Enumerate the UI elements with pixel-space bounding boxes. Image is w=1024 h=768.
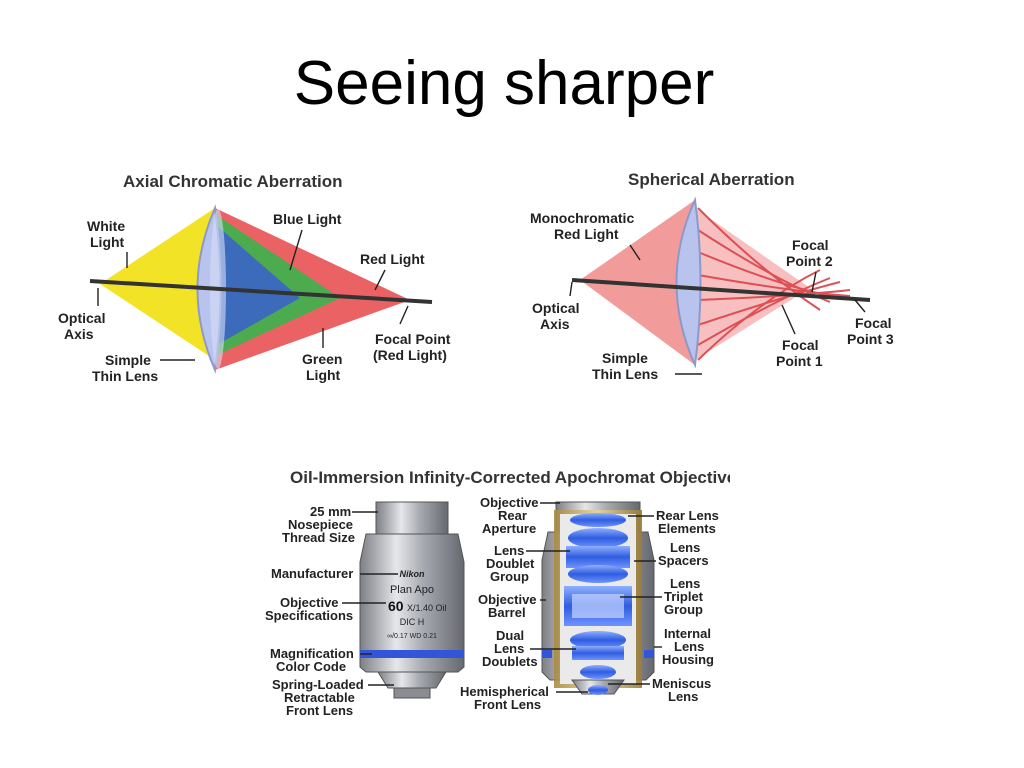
objective-cutaway	[541, 501, 655, 695]
dic-text: DIC H	[400, 617, 425, 627]
spherical-title: Spherical Aberration	[628, 170, 795, 189]
blue-light-label: Blue Light	[273, 211, 342, 227]
wd-text: ∞/0.17 WD 0.21	[387, 633, 437, 640]
mono-label: Monochromatic	[530, 210, 634, 226]
mag-rest-text: X/1.40 Oil	[407, 603, 447, 613]
objective-exterior: Nikon Plan Apo 60 X/1.40 Oil DIC H ∞/0.1…	[359, 501, 465, 699]
focal-point-2-label: Focal	[792, 237, 829, 253]
red-light-label: Red Light	[360, 251, 425, 267]
axial-optical-axis-line	[89, 279, 433, 304]
focal-point-label: Focal Point(Red Light)	[373, 331, 451, 363]
axial-light-cones	[100, 208, 410, 370]
slide-title: Seeing sharper	[293, 49, 715, 118]
objective-title: Oil-Immersion Infinity-Corrected Apochro…	[290, 468, 730, 487]
spherical-lens	[675, 196, 702, 369]
axial-title: Axial Chromatic Aberration	[123, 172, 342, 191]
focal-point-3-label: Focal	[855, 315, 892, 331]
brand-text: Nikon	[399, 569, 425, 579]
blue-light-cone	[215, 224, 300, 346]
svg-text:Manufacturer: Manufacturer	[271, 566, 353, 581]
objective-diagram: Oil-Immersion Infinity-Corrected Apochro…	[260, 462, 730, 742]
spherical-optical-axis-line	[571, 278, 871, 302]
mag-text: 60	[388, 598, 404, 614]
spherical-simple-lens-label: Simple	[602, 350, 648, 366]
spherical-optical-axis-label: Optical	[532, 300, 579, 316]
plan-apo-text: Plan Apo	[390, 584, 434, 596]
focal-point-1-label: Focal	[782, 337, 819, 353]
